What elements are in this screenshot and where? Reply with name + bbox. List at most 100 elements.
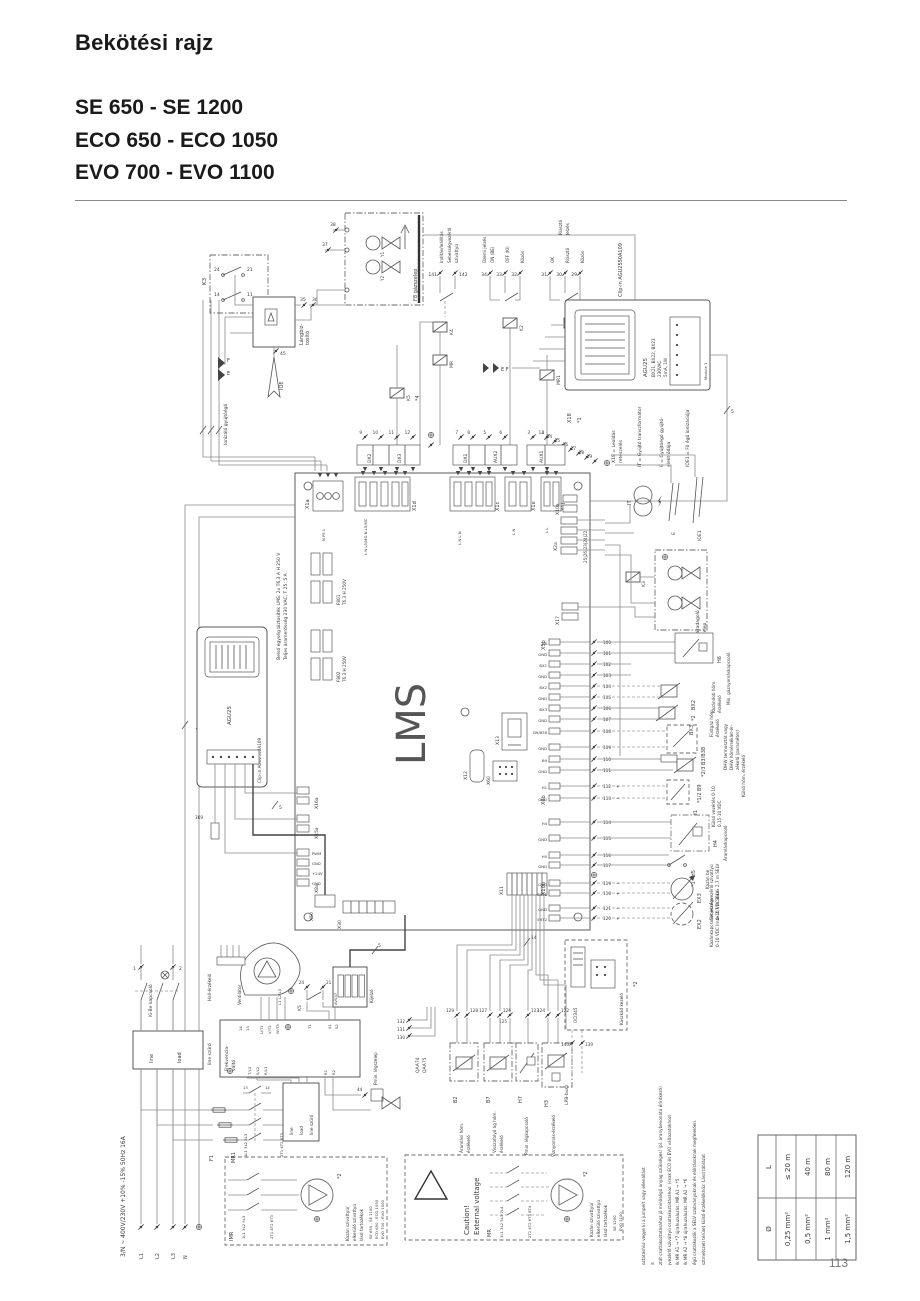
fuses-f1-label: F1 [209, 1155, 215, 1161]
gas-valve-f8-label: F8 gázszelep [412, 269, 419, 301]
device-bx2: BX2 [691, 700, 697, 710]
caution-label-2: External voltage [473, 1178, 481, 1235]
aux-strips: DX2 DX3 9 10 11 12 DX1 AUX2 7 8 5 6 AUX1… [356, 430, 566, 472]
flame-safeguard: 35 36 45 Lángbiz- tosító [224, 275, 345, 365]
gas-valve-f8: Y1 Y2 38 37 F8 gázszelep [316, 212, 636, 306]
terminal-15: 15 [555, 438, 561, 443]
cable-table: Ø L 0,25 mm² ≤ 20 m 0,5 mm² 40 m 1 mm² 8… [757, 1134, 857, 1261]
mr1-pins-left: 1L1 3L2 5L3 [243, 1133, 248, 1157]
fc-pin-13: 13 [245, 1026, 250, 1031]
ioe-electrode-label: IOE [279, 381, 285, 390]
lpb-bus-label: LPB-busz [564, 1084, 570, 1105]
ef-arrows-label: E F [501, 367, 509, 373]
alarm-header-1: Riasztó [558, 219, 563, 235]
fc-pin-w: W/T3 [275, 1024, 280, 1034]
terminal-104: 104 [603, 684, 611, 689]
filter1-line-label: line [149, 1054, 155, 1063]
sensor-h3-label: Víznyomás-érzékelő [551, 1115, 556, 1157]
relay-k4-label: K4 [449, 329, 455, 335]
relay-k2-label: K2 [519, 325, 525, 331]
on-off-switch-label: Ki-Be kapcsoló [147, 984, 154, 1017]
x1e-pins: L N [511, 529, 516, 535]
footnote-4: *4 Sebességvezérlő szivattyú csatlakozta… [667, 1114, 672, 1265]
page-header: Bekötési rajz SE 650 - SE 1200 ECO 650 -… [75, 30, 855, 190]
table-r4c1: 1,5 mm² [844, 1214, 852, 1244]
speed-pump-label-1: Sebességvezérlő [447, 227, 452, 263]
connector-x11: X11 [499, 886, 505, 895]
fc-pin-r1: R1 [323, 1069, 328, 1075]
terminal-125: 125 [499, 1019, 507, 1024]
x5b-pin-8: B9/B38 [533, 730, 547, 735]
imr-pins-left: 1L1 3L2 5L3 [241, 1215, 246, 1239]
terminal-101: 101 [603, 651, 611, 656]
it-symbol-label: IT [627, 500, 633, 505]
legend-x18-line2: reteszelés [617, 439, 624, 463]
terminal-19: 19 [587, 454, 593, 459]
sensor-h3-id: H3 [544, 1100, 550, 1107]
fc-pin-tl3: T/L3 [247, 1066, 252, 1076]
x6b-pin-1: GND [538, 797, 547, 802]
terminal-110: 110 [603, 757, 611, 762]
imr-pump-label-2: elkerülő szivattyú [352, 1204, 357, 1241]
fuse-note-2: Teljes áramerősség 230 VAC, T 25: 5 A [282, 572, 289, 661]
caution-models-2: EVO 1100 [618, 1212, 623, 1231]
terminal-102: 102 [603, 662, 611, 667]
electrode-e-label: E [227, 371, 230, 377]
strip-aux2: AUX2 [493, 451, 499, 463]
relay-mr-coil-label: MR [449, 361, 455, 368]
uzemi-jelzes-label: Üzemi jelzés [482, 237, 487, 263]
line-filter-1: line load line szűrő [132, 1000, 213, 1141]
device-ex3-label-2: 0-10 VDC Imax 2,7 m SELV [715, 864, 720, 920]
sign-minus-121: − [616, 906, 620, 911]
mr1-aux-13: 13 [243, 1085, 248, 1090]
x8a-pin-1: GND [312, 861, 321, 866]
display-unit: AVS37 Kijelző 5 [332, 915, 406, 1008]
device-h1: H1 [693, 810, 699, 817]
connector-x1d: X1d [412, 501, 418, 511]
flame-safeguard-label-1: Lángbiz- [298, 324, 305, 345]
footnote-7: - Kisfeszültségű csatlakozók a SELV szab… [692, 1120, 697, 1265]
terminal-9: 9 [359, 430, 362, 435]
imr-pump-box: IMR 1L1 3L2 5L3 2T1 4T2 6T3 *2 Kazán szi… [224, 1156, 388, 1246]
connector-x1e: X1e [531, 501, 537, 511]
gas-feed-label-2: szelep [702, 623, 708, 637]
x5b-pin-6: BX3 [539, 707, 547, 712]
terminal-21: 21 [247, 267, 253, 273]
start-stop-label: Indítás/leállítás [439, 231, 444, 263]
sensor-b2-label-2: érzékelő [466, 1135, 471, 1153]
connector-x2a: X2a [553, 542, 559, 551]
terminal-44: 44 [357, 1087, 363, 1092]
connector-x12: X12 [463, 771, 469, 780]
fuses-f1: F1 [209, 1107, 241, 1161]
footnotes: *1 A csatlakoztatáshoz vegye ki a jumper… [641, 1086, 706, 1290]
terminal-5: 5 [483, 430, 486, 435]
switch-h7-id: H7 [518, 1096, 524, 1103]
speed-pump-label-2: szivattyú [454, 244, 459, 263]
fuse-f802: F802 [336, 671, 341, 682]
e-symbol-label: E [671, 532, 677, 535]
x1c-pins: L N L N [457, 531, 462, 545]
device-bx3: BX3 [689, 725, 695, 735]
mr1-pins-right: 2T1 4T2 6T3 [279, 1133, 284, 1157]
clipin-agu25-left-module: AGU25 Clip-in AGU2550A109 3K9 5 [195, 626, 326, 900]
terminal-29: 29 [571, 272, 577, 278]
connector-x10a: X10a [555, 503, 561, 515]
footnote-8: - Kábel keresztmetszeti terület külső ér… [701, 1154, 706, 1265]
sensor-b7: B7 Visszafolyó ág hőm. érzékelő [483, 1042, 513, 1153]
imr-pins-right: 2T1 4T2 6T3 [269, 1215, 274, 1239]
terminal-14: 14 [214, 292, 220, 298]
device-b3-star: *2/3 [701, 766, 707, 777]
sensor-h3: H3 Víznyomás-érzékelő [541, 1042, 573, 1157]
x5b-pin-9: GND [538, 746, 547, 751]
caution-label-1: Caution! [463, 1205, 471, 1235]
terminal-118: 118 [603, 891, 611, 896]
terminal-122: 122 [561, 1008, 569, 1013]
connector-x60: X60 [486, 776, 492, 785]
k5-terminal-21: 21 [326, 980, 332, 985]
kozos-label-1: Közös [520, 251, 525, 263]
x6b-pin-2: H4 [542, 821, 548, 826]
model-line-2: ECO 650 - ECO 1050 [75, 128, 279, 152]
legend-e-line2: elektródája [665, 441, 672, 467]
filter2-line-label: line [289, 1127, 294, 1135]
terminal-117: 117 [603, 863, 611, 868]
